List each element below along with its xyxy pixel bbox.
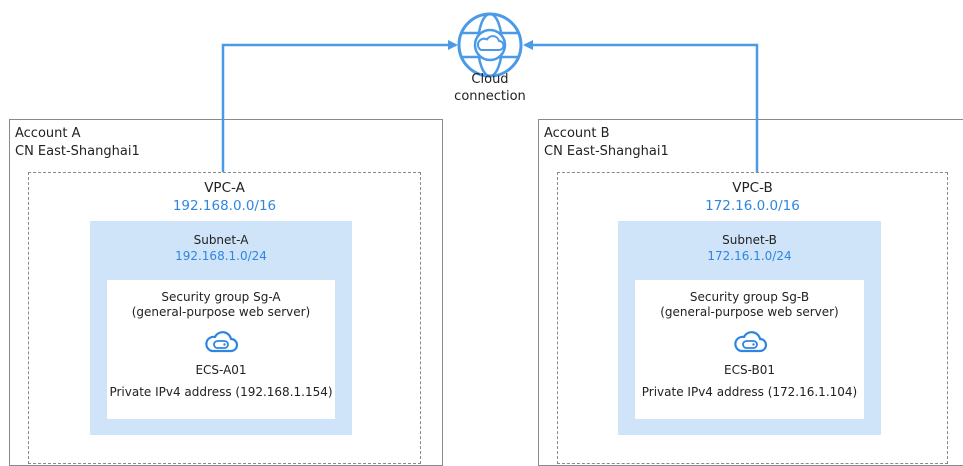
vpc-a-cidr: 192.168.0.0/16: [172, 198, 277, 214]
security-group-a-box: Security group Sg-A (general-purpose web…: [107, 280, 335, 419]
account-a-label: Account A: [15, 126, 81, 141]
subnet-a-cidr: 192.168.1.0/24: [175, 249, 267, 263]
ecs-cloud-server-icon: [733, 331, 767, 353]
subnet-a-name: Subnet-A: [193, 233, 249, 247]
vpc-b-name: VPC-B: [732, 180, 773, 196]
globe-cloud-icon: [457, 12, 523, 78]
connector-vpc-a: [221, 40, 458, 172]
vpc-a-name: VPC-A: [204, 180, 245, 196]
security-group-b-name: Security group Sg-B: [689, 290, 810, 304]
security-group-a-name: Security group Sg-A: [161, 290, 281, 304]
ecs-a-name: ECS-A01: [195, 363, 247, 377]
vpc-b-cidr: 172.16.0.0/16: [705, 198, 800, 214]
ecs-cloud-server-icon: [205, 331, 238, 353]
account-b-label: Account B: [544, 126, 610, 141]
account-b-region: CN East-Shanghai1: [544, 144, 669, 159]
connector-lines: [221, 40, 759, 172]
cloud-connection-label-line2: connection: [454, 89, 526, 104]
cloud-connection-label-line1: Cloud: [471, 72, 509, 87]
ecs-b-ip: Private IPv4 address (172.16.1.104): [641, 385, 858, 399]
ecs-b-name: ECS-B01: [724, 363, 775, 377]
subnet-b-cidr: 172.16.1.0/24: [707, 249, 792, 263]
subnet-b-box: Subnet-B 172.16.1.0/24 Security group Sg…: [618, 221, 881, 435]
account-a-region: CN East-Shanghai1: [15, 144, 140, 159]
connector-vpc-b: [523, 40, 759, 172]
security-group-a-desc: (general-purpose web server): [131, 305, 311, 319]
subnet-a-box: Subnet-A 192.168.1.0/24 Security group S…: [90, 221, 352, 435]
security-group-b-desc: (general-purpose web server): [660, 305, 839, 319]
ecs-a-ip: Private IPv4 address (192.168.1.154): [109, 385, 333, 399]
security-group-b-box: Security group Sg-B (general-purpose web…: [635, 280, 864, 419]
subnet-b-name: Subnet-B: [722, 233, 777, 247]
